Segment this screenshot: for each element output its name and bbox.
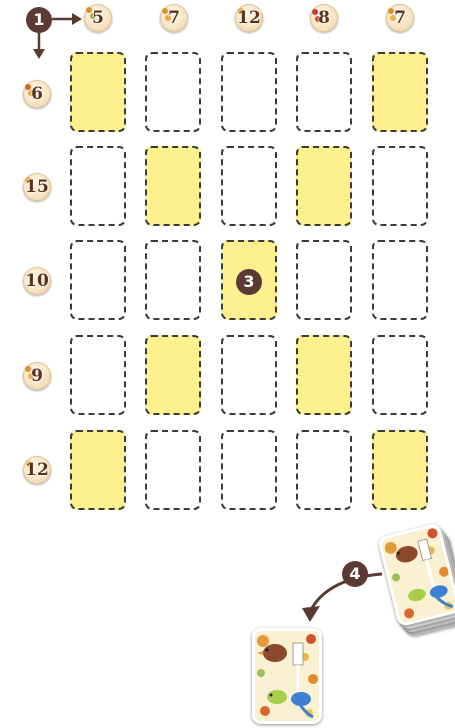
card-slot-r5c3[interactable] bbox=[221, 430, 277, 510]
drawn-card[interactable] bbox=[252, 628, 322, 724]
card-slot-r4c5[interactable] bbox=[372, 335, 428, 415]
column-target-value: 12 bbox=[235, 8, 263, 28]
card-slot-r3c2[interactable] bbox=[145, 240, 201, 320]
card-slot-r5c1[interactable] bbox=[70, 430, 126, 510]
row-target-value: 15 bbox=[23, 177, 51, 197]
row-target-token-2: 15 bbox=[23, 173, 51, 201]
card-slot-r5c2[interactable] bbox=[145, 430, 201, 510]
card-slot-r5c5[interactable] bbox=[372, 430, 428, 510]
column-target-value: 8 bbox=[310, 8, 338, 28]
column-target-token-5: 7 bbox=[386, 4, 414, 32]
card-slot-r4c4[interactable] bbox=[296, 335, 352, 415]
column-target-token-3: 12 bbox=[235, 4, 263, 32]
card-slot-r2c5[interactable] bbox=[372, 146, 428, 226]
row-target-value: 10 bbox=[23, 271, 51, 291]
row-target-value: 12 bbox=[23, 460, 51, 480]
card-slot-r2c1[interactable] bbox=[70, 146, 126, 226]
row-target-token-5: 12 bbox=[23, 456, 51, 484]
card-slot-r1c2[interactable] bbox=[145, 52, 201, 132]
bird-card-illustration bbox=[255, 631, 319, 721]
row-target-token-3: 10 bbox=[23, 267, 51, 295]
card-slot-r2c4[interactable] bbox=[296, 146, 352, 226]
row-target-token-4: 9 bbox=[23, 362, 51, 390]
card-slot-r5c4[interactable] bbox=[296, 430, 352, 510]
column-target-token-1: 5 bbox=[84, 4, 112, 32]
column-target-value: 5 bbox=[84, 8, 112, 28]
arrow-down-icon bbox=[31, 31, 47, 61]
card-slot-r4c3[interactable] bbox=[221, 335, 277, 415]
card-slot-r4c2[interactable] bbox=[145, 335, 201, 415]
card-deck[interactable] bbox=[377, 521, 455, 635]
arrow-right-icon bbox=[52, 12, 82, 26]
card-slot-r1c4[interactable] bbox=[296, 52, 352, 132]
card-slot-r1c1[interactable] bbox=[70, 52, 126, 132]
row-target-value: 9 bbox=[23, 366, 51, 386]
card-slot-r1c5[interactable] bbox=[372, 52, 428, 132]
card-slot-r3c1[interactable] bbox=[70, 240, 126, 320]
card-slot-r2c3[interactable] bbox=[221, 146, 277, 226]
step-3-badge: 3 bbox=[236, 269, 262, 295]
row-target-value: 6 bbox=[23, 84, 51, 104]
row-target-token-1: 6 bbox=[23, 80, 51, 108]
card-slot-r1c3[interactable] bbox=[221, 52, 277, 132]
column-target-token-4: 8 bbox=[310, 4, 338, 32]
card-slot-r2c2[interactable] bbox=[145, 146, 201, 226]
step-1-badge: 1 bbox=[26, 7, 52, 33]
card-slot-r4c1[interactable] bbox=[70, 335, 126, 415]
column-target-value: 7 bbox=[386, 8, 414, 28]
column-target-value: 7 bbox=[160, 8, 188, 28]
column-target-token-2: 7 bbox=[160, 4, 188, 32]
card-slot-r3c5[interactable] bbox=[372, 240, 428, 320]
step-4-badge: 4 bbox=[342, 561, 368, 587]
card-slot-r3c4[interactable] bbox=[296, 240, 352, 320]
